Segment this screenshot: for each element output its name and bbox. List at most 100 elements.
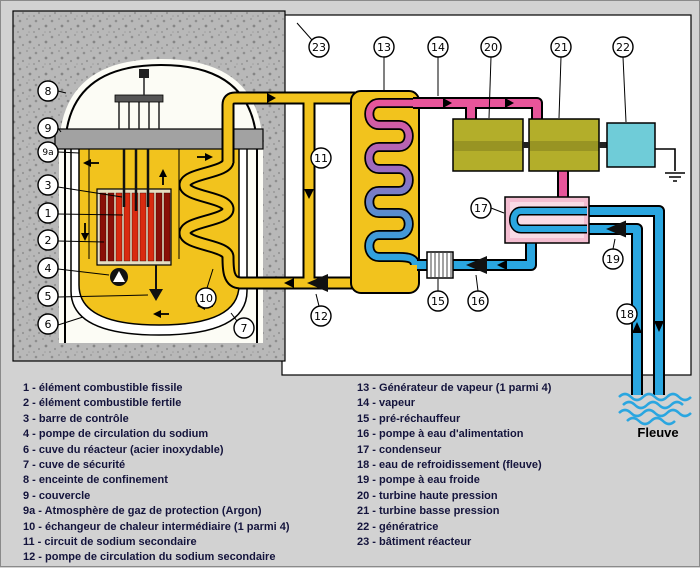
river-wave <box>626 416 676 426</box>
svg-text:7: 7 <box>241 322 248 335</box>
river: Fleuve <box>618 392 692 440</box>
svg-text:2: 2 <box>45 234 52 247</box>
inner-baffle <box>88 149 180 259</box>
legend-item: 4 - pompe de circulation du sodium <box>23 428 209 441</box>
steam-lines <box>413 97 569 201</box>
leader-line <box>612 238 616 250</box>
cooling-water-circuit <box>585 205 665 395</box>
turbo-generator-set <box>452 118 685 182</box>
svg-text:5: 5 <box>45 290 52 303</box>
marker-3: 3 <box>37 174 59 196</box>
legend-left-column: 1 - élément combustible fissile 2 - éléme… <box>23 381 290 566</box>
legend-item: 19 - pompe à eau froide <box>357 474 480 487</box>
svg-text:11: 11 <box>314 152 328 165</box>
fertile-fuel-rod <box>107 192 115 262</box>
secondary-sodium-pump-icon <box>307 274 328 292</box>
legend-item: 22 - génératrice <box>357 520 439 533</box>
fissile-fuel-rod <box>115 192 123 262</box>
marker-12: 12 <box>310 305 332 327</box>
fissile-fuel-rod <box>147 192 155 262</box>
leader-line <box>558 56 562 119</box>
generator-ground-symbol <box>655 148 685 182</box>
legend-item: 3 - barre de contrôle <box>23 412 129 425</box>
svg-text:16: 16 <box>471 295 485 308</box>
svg-text:9: 9 <box>45 122 52 135</box>
legend-item: 20 - turbine haute pression <box>357 489 498 502</box>
svg-text:20: 20 <box>484 41 498 54</box>
svg-text:6: 6 <box>45 318 52 331</box>
lp-turbine-band <box>529 141 599 151</box>
leader-line <box>57 213 124 216</box>
river-wave <box>618 392 692 402</box>
svg-text:13: 13 <box>377 41 391 54</box>
cold-water-pump-icon <box>606 220 626 238</box>
leader-line <box>57 294 149 298</box>
marker-22: 22 <box>612 36 634 58</box>
svg-text:8: 8 <box>45 85 52 98</box>
legend-item: 6 - cuve du réacteur (acier inoxydable) <box>23 443 224 456</box>
svg-text:22: 22 <box>616 41 630 54</box>
cooling-outflow-pipe <box>585 207 663 395</box>
preheater-box <box>426 251 454 279</box>
legend-item: 17 - condenseur <box>357 443 442 456</box>
leader-line <box>57 186 123 198</box>
marker-5: 5 <box>37 285 59 307</box>
leader-line <box>57 316 84 326</box>
leader-line <box>57 151 80 154</box>
intermediate-heat-exchanger-coil <box>180 159 242 288</box>
generator-shaft <box>599 142 607 148</box>
legend-item: 2 - élément combustible fertile <box>23 397 182 410</box>
steam-generator <box>350 90 420 294</box>
primary-pump-icon <box>110 268 128 286</box>
feedwater-circuit <box>417 241 537 279</box>
marker-11: 11 <box>310 147 332 169</box>
legend-right-column: 13 - Générateur de vapeur (1 parmi 4) 14 … <box>357 381 551 550</box>
fuel-elements <box>99 192 171 262</box>
leader-line <box>315 293 320 307</box>
svg-text:19: 19 <box>606 253 620 266</box>
marker-9a: 9a <box>37 141 59 163</box>
marker-10: 10 <box>195 287 217 309</box>
legend-item: 12 - pompe de circulation du sodium seco… <box>23 551 276 564</box>
fissile-fuel-rod <box>123 192 131 262</box>
legend-item: 13 - Générateur de vapeur (1 parmi 4) <box>357 382 552 394</box>
marker-1: 1 <box>37 202 59 224</box>
legend-item: 15 - pré-réchauffeur <box>357 412 461 425</box>
marker-21: 21 <box>550 36 572 58</box>
leader-line <box>206 268 214 289</box>
marker-19: 19 <box>602 248 624 270</box>
leader-line <box>475 274 479 292</box>
legend-item: 21 - turbine basse pression <box>357 505 500 518</box>
marker-8: 8 <box>37 80 59 102</box>
reactor-diagram: Fleuve <box>12 10 692 440</box>
lp-turbine <box>528 118 600 172</box>
feedwater-pump-icon <box>466 256 487 274</box>
leader-line <box>622 56 627 123</box>
sodium-hot-pipe <box>223 93 355 163</box>
marker-23: 23 <box>308 36 330 58</box>
condenser-box <box>504 196 590 244</box>
svg-text:10: 10 <box>199 292 213 305</box>
markers-layer: 8 9 9a 3 1 2 4 5 6 7 10 11 12 23 13 14 2… <box>37 36 638 339</box>
cooling-intake-pipe <box>585 225 641 395</box>
svg-text:4: 4 <box>45 262 52 275</box>
leader-line <box>490 207 505 214</box>
marker-9: 9 <box>37 117 59 139</box>
svg-text:15: 15 <box>431 295 445 308</box>
steam-generator-coil <box>366 99 419 266</box>
leader-line <box>57 240 105 243</box>
svg-text:17: 17 <box>474 202 488 215</box>
leader-line <box>230 312 238 322</box>
legend-item: 1 - élément combustible fissile <box>23 382 183 394</box>
legend-item: 8 - enceinte de confinement <box>23 474 168 487</box>
leader-line <box>296 22 313 41</box>
containment-dome-line <box>64 63 258 343</box>
condenser-tube <box>510 208 587 232</box>
leader-line <box>57 90 67 94</box>
legend-item: 14 - vapeur <box>357 397 416 410</box>
leader-line <box>488 56 492 119</box>
svg-text:1: 1 <box>45 207 52 220</box>
leader-line <box>57 268 110 276</box>
river-wave <box>618 408 692 418</box>
